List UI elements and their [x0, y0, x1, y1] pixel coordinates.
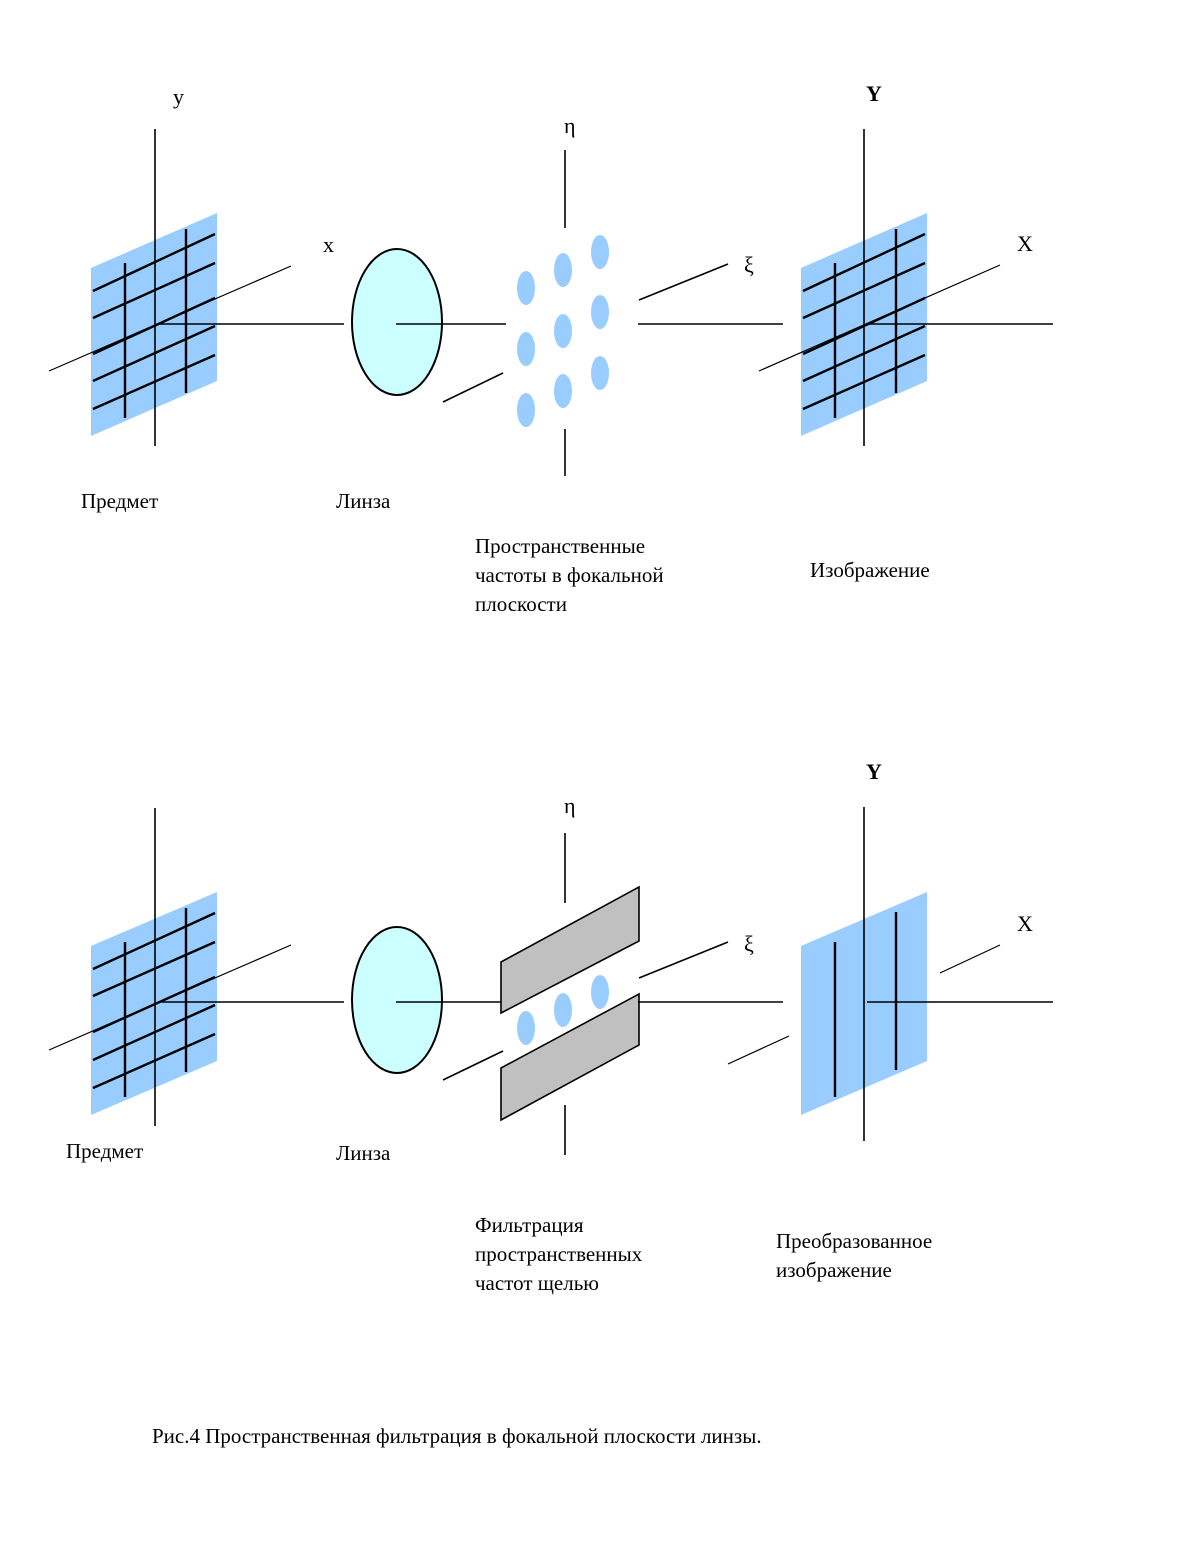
frequency-spot — [554, 253, 572, 287]
top-object-x-label: x — [323, 232, 334, 257]
top-focal-eta-label: η — [564, 113, 576, 138]
frequency-spot — [554, 993, 572, 1027]
bottom-image-x-axis-upper — [939, 944, 1001, 974]
bottom-filter-caption-line-2: пространственных — [475, 1242, 643, 1266]
figure-caption: Рис.4 Пространственная фильтрация в фока… — [152, 1424, 762, 1448]
bottom-image-vertical-lines — [833, 912, 898, 1097]
frequency-spot — [517, 393, 535, 427]
bottom-slit-lower-plate — [500, 992, 640, 1122]
frequency-spot — [591, 295, 609, 329]
bottom-focal-xi-axis-upper — [638, 941, 729, 979]
bottom-frequency-spots — [517, 975, 609, 1045]
top-object-caption: Предмет — [81, 489, 158, 513]
bottom-image-caption-line-1: Преобразованное — [776, 1229, 932, 1253]
top-image-caption: Изображение — [810, 558, 930, 582]
bottom-object-grating — [92, 908, 216, 1097]
bottom-focal-xi-axis-lower — [442, 1050, 504, 1081]
bottom-lens-caption: Линза — [336, 1141, 391, 1165]
frequency-spot — [591, 235, 609, 269]
bottom-image-x-axis-lower — [727, 1035, 790, 1065]
bottom-filter-caption-line-1: Фильтрация — [475, 1213, 584, 1237]
frequency-spot — [554, 314, 572, 348]
top-object-y-label: y — [173, 84, 184, 109]
bottom-object-caption: Предмет — [66, 1139, 143, 1163]
frequency-spot — [517, 332, 535, 366]
bottom-image-caption-line-2: изображение — [776, 1258, 892, 1282]
top-image-x-label: X — [1017, 231, 1033, 256]
top-lens-caption: Линза — [336, 489, 391, 513]
frequency-spot — [517, 1011, 535, 1045]
top-image-y-label: Y — [866, 81, 882, 106]
top-focal-xi-label: ξ — [744, 252, 754, 277]
frequency-spot — [517, 271, 535, 305]
bottom-slit-upper-plate — [500, 885, 640, 1015]
bottom-lens — [351, 926, 443, 1074]
top-image-x-axis — [758, 264, 1001, 372]
top-panel: y x η ξ Y X Предмет Линза Пространственн… — [48, 81, 1053, 616]
top-lens — [351, 248, 443, 396]
bottom-image-x-label: X — [1017, 911, 1033, 936]
frequency-spot — [591, 975, 609, 1009]
frequency-spot — [554, 374, 572, 408]
bottom-panel: η ξ Y X Предмет Линза Фильтрация простра… — [48, 759, 1053, 1295]
bottom-focal-xi-label: ξ — [744, 931, 754, 956]
bottom-object-plane — [91, 892, 217, 1115]
top-focal-xi-axis-upper — [638, 263, 729, 301]
bottom-focal-eta-label: η — [564, 793, 576, 818]
frequency-spot — [591, 356, 609, 390]
bottom-filter-caption-line-3: частот щелью — [475, 1271, 599, 1295]
top-focal-caption-line-1: Пространственные — [475, 534, 645, 558]
top-focal-caption-line-3: плоскости — [475, 592, 567, 616]
top-focal-xi-axis-lower — [442, 372, 504, 403]
top-frequency-spots — [517, 235, 609, 427]
bottom-object-x-axis — [48, 944, 292, 1051]
bottom-image-y-label: Y — [866, 759, 882, 784]
top-focal-caption-line-2: частоты в фокальной — [475, 563, 664, 587]
top-object-x-axis — [48, 265, 292, 372]
